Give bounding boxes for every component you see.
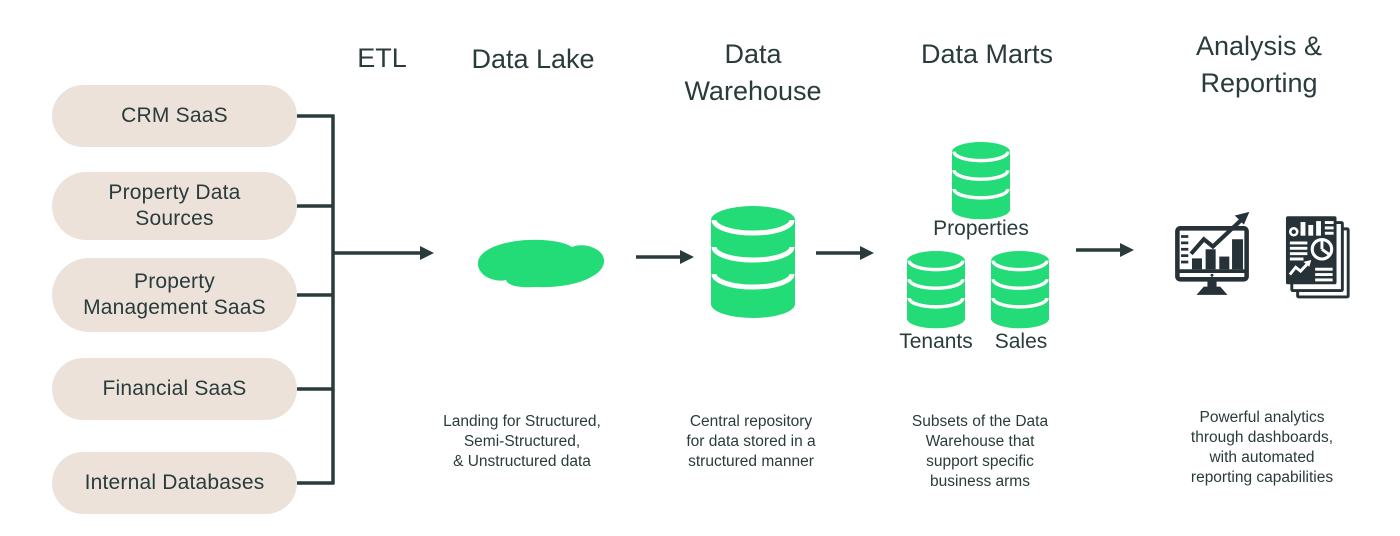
stage-title-data-marts: Data Marts [920, 39, 1054, 69]
mart-label-tenants: Tenants [899, 330, 973, 353]
mart-label-sales: Sales [994, 330, 1048, 353]
data-lake-icon [478, 239, 605, 288]
stage-title-etl: ETL [357, 43, 407, 73]
data-warehouse-cylinder-icon [711, 206, 795, 318]
source-pill-property-management: Property Management SaaS [52, 258, 297, 332]
stage-title-analysis: Analysis & Reporting [1195, 31, 1323, 98]
flow-arrow-lake-to-warehouse [636, 250, 694, 264]
source-pill-crm-saas: CRM SaaS [52, 85, 297, 147]
mart-cylinder-tenants-icon [907, 251, 965, 329]
flow-arrow-warehouse-to-marts [816, 246, 874, 260]
stage-title-data-warehouse: Data Warehouse [684, 39, 822, 106]
mart-label-properties: Properties [933, 217, 1029, 240]
source-pill-internal-databases: Internal Databases [52, 452, 297, 514]
flow-arrow-sources-to-lake [333, 246, 434, 260]
stage-description-analysis: Powerful analytics through dashboards, w… [1190, 409, 1334, 486]
source-pill-financial-saas: Financial SaaS [52, 358, 297, 420]
stage-title-data-lake: Data Lake [471, 44, 595, 74]
mart-cylinder-properties-icon [952, 142, 1010, 220]
mart-cylinder-sales-icon [991, 251, 1049, 329]
flow-arrow-marts-to-analysis [1076, 243, 1134, 257]
dashboard-monitor-icon [1175, 211, 1250, 295]
report-document-icon [1285, 216, 1350, 299]
source-pill-property-data: Property Data Sources [52, 172, 297, 240]
stage-description-data-marts: Subsets of the Data Warehouse that suppo… [911, 413, 1049, 490]
stage-description-data-lake: Landing for Structured, Semi-Structured,… [443, 413, 601, 470]
stage-description-data-warehouse: Central repository for data stored in a … [686, 413, 816, 470]
